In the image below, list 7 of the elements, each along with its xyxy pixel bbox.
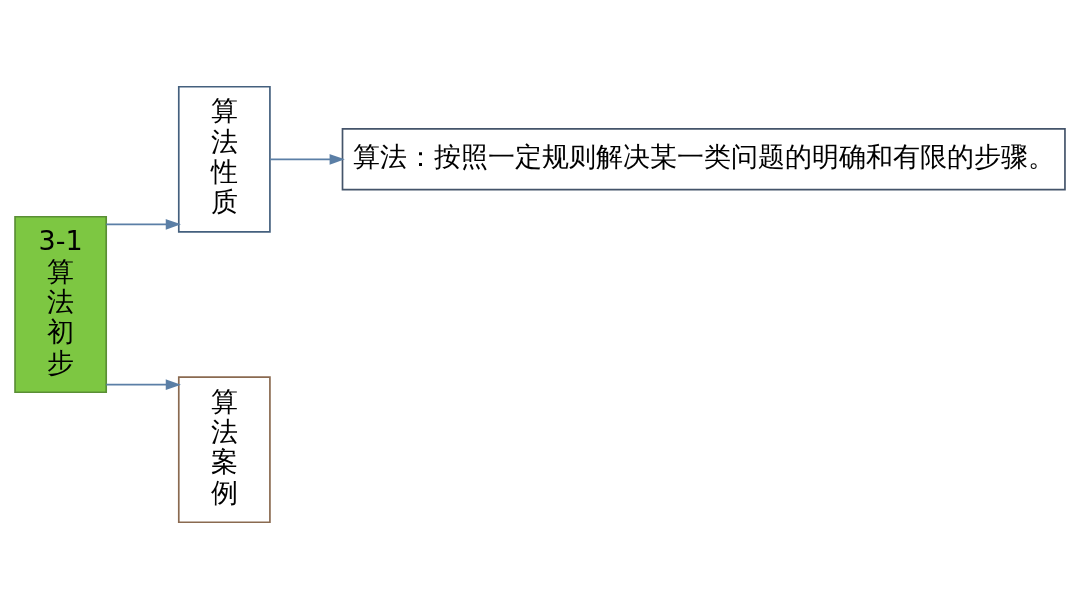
arrow <box>269 153 345 165</box>
node-box: 算法性质 <box>177 85 271 233</box>
node-box: 算法案例 <box>177 375 271 523</box>
node-box: 3-1算法初步 <box>14 215 108 393</box>
node-box: 算法：按照一定规则解决某一类问题的明确和有限的步骤。 <box>341 127 1066 191</box>
arrow <box>105 218 181 230</box>
arrow <box>105 378 181 390</box>
